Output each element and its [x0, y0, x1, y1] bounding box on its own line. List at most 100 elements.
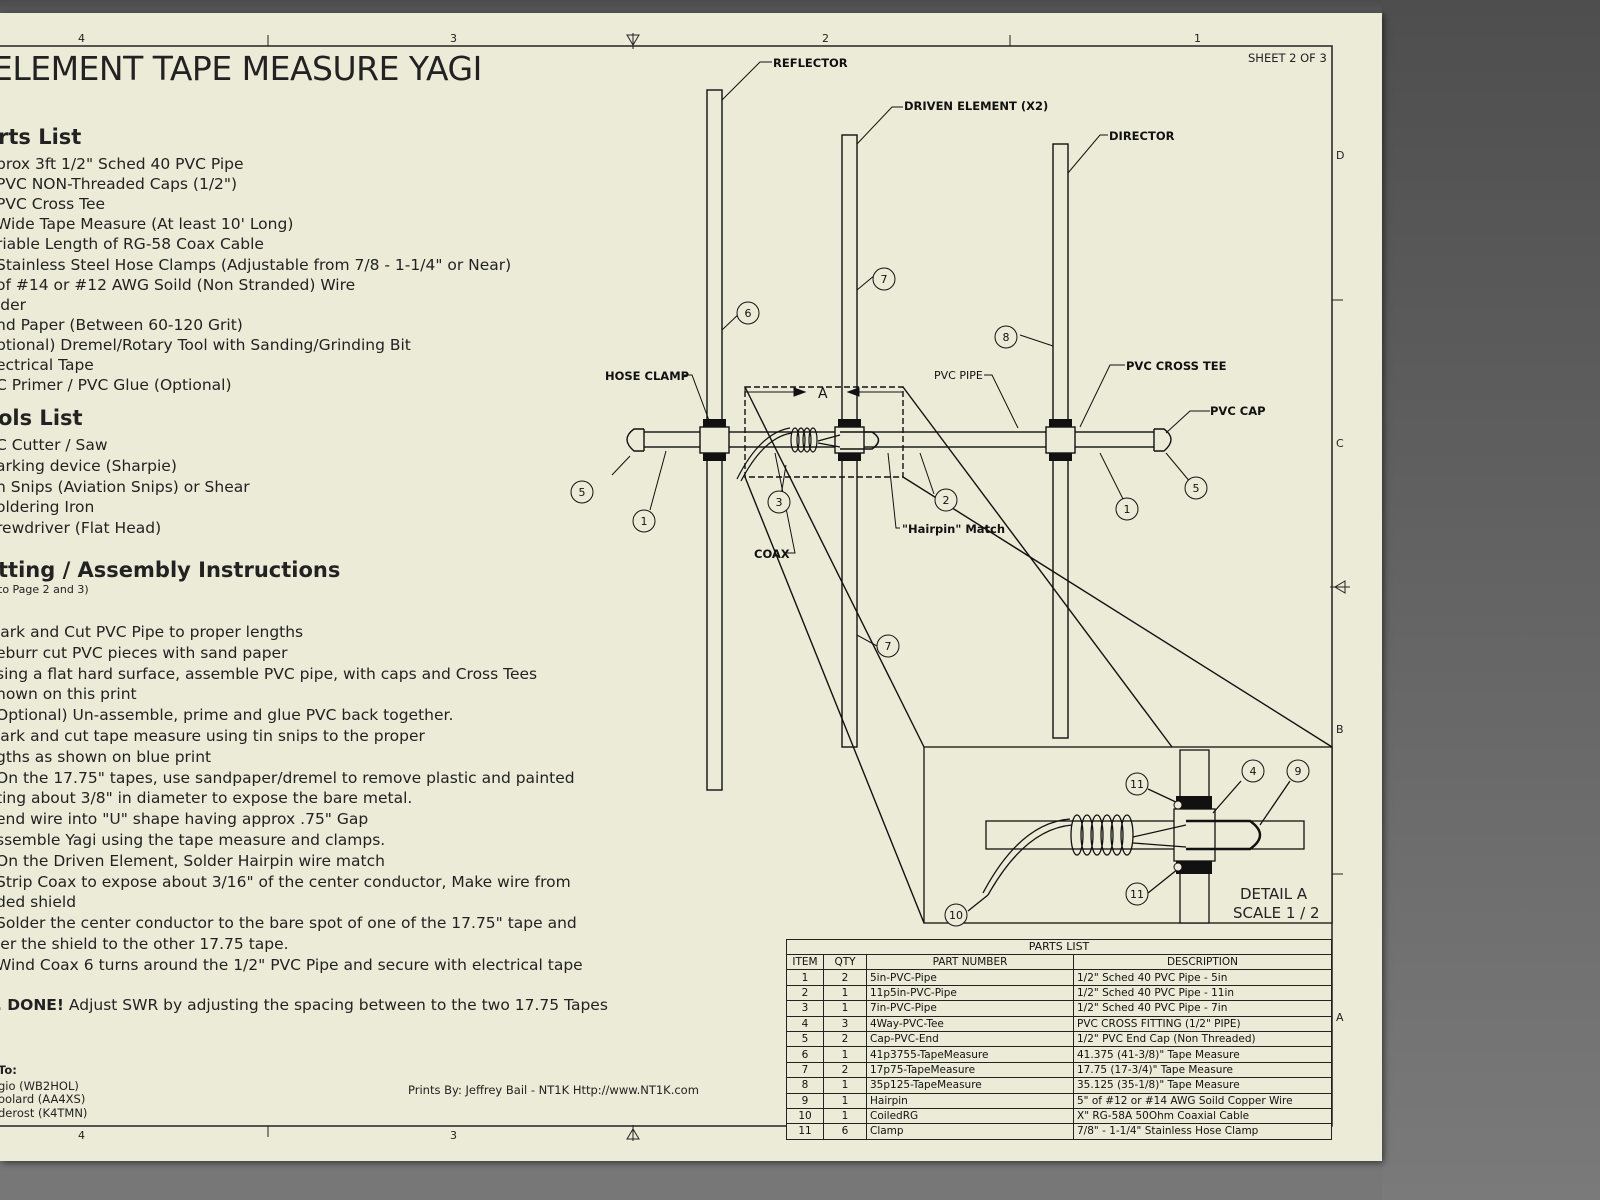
item-cell: 11 — [786, 1123, 824, 1140]
part-number-cell: 11p5in-PVC-Pipe — [866, 984, 1074, 1002]
section-a-label: A — [818, 386, 828, 402]
zone-label: C — [1336, 437, 1344, 450]
instruction-step: end wire into "U" shape having approx .7… — [0, 810, 369, 829]
pvc-cap-label: PVC CAP — [1210, 404, 1266, 418]
sheet-number: SHEET 2 OF 3 — [1248, 51, 1327, 65]
hose-clamp — [1049, 419, 1072, 427]
parts-list-item: Wide Tape Measure (At least 10' Long) — [0, 215, 294, 234]
driven-element-label: DRIVEN ELEMENT (X2) — [904, 99, 1049, 113]
qty-cell: 1 — [823, 1077, 867, 1094]
zone-label: 2 — [822, 32, 829, 45]
balloon-1: 1 — [1124, 503, 1131, 516]
part-number-cell: 4Way-PVC-Tee — [866, 1015, 1074, 1032]
tools-list-item: n Snips (Aviation Snips) or Shear — [0, 477, 250, 496]
qty-cell: 1 — [823, 984, 867, 1002]
instruction-step: lark and Cut PVC Pipe to proper lengths — [0, 623, 304, 641]
instruction-step: Optional) Un-assemble, prime and glue PV… — [0, 706, 454, 725]
balloon-1: 1 — [641, 515, 648, 528]
instruction-step: ting about 3/8" in diameter to expose th… — [0, 789, 413, 808]
sheet-frame — [0, 33, 1350, 1141]
column-header: QTY — [823, 953, 867, 971]
item-cell: 3 — [786, 1000, 824, 1017]
item-cell: 2 — [786, 984, 824, 1002]
instruction-step: sing a flat hard surface, assemble PVC p… — [0, 664, 538, 683]
instruction-step: gths as shown on blue print — [0, 747, 212, 766]
hose-clamp — [838, 419, 861, 427]
instruction-step: Strip Coax to expose about 3/16" of the … — [0, 872, 571, 891]
column-header: PART NUMBER — [866, 953, 1074, 971]
credit-name: gio (WB2HOL) — [0, 1079, 79, 1093]
pvc-cross-tee-label: PVC CROSS TEE — [1126, 359, 1227, 373]
balloon-11: 11 — [1130, 778, 1144, 791]
part-number-cell: 7in-PVC-Pipe — [866, 1000, 1074, 1017]
tools-list-item: oldering Iron — [0, 498, 95, 517]
item-cell: 8 — [786, 1077, 824, 1094]
column-header: ITEM — [786, 953, 824, 971]
qty-cell: 1 — [823, 1000, 867, 1017]
parts-list-item: Stainless Steel Hose Clamps (Adjustable … — [0, 255, 512, 274]
description-cell: 1/2" Sched 40 PVC Pipe - 11in — [1073, 984, 1332, 1002]
hairpin-match-label: "Hairpin" Match — [902, 522, 1006, 536]
section-a-box — [744, 386, 904, 478]
instruction-step: On the 17.75" tapes, use sandpaper/dreme… — [0, 768, 575, 787]
parts-list-item: ptional) Dremel/Rotary Tool with Sanding… — [0, 335, 411, 354]
instruction-step: Wind Coax 6 turns around the 1/2" PVC Pi… — [0, 955, 583, 974]
part-number-cell: CoiledRG — [866, 1107, 1074, 1125]
qty-cell: 2 — [823, 1061, 867, 1079]
done-step: . DONE! Adjust SWR by adjusting the spac… — [0, 996, 608, 1014]
tools-list-item: arking device (Sharpie) — [0, 456, 177, 475]
part-number-cell: Hairpin — [866, 1092, 1074, 1109]
instructions-subheading: to Page 2 and 3) — [0, 583, 89, 596]
parts-table-caption: PARTS LIST — [786, 939, 1332, 954]
hose-clamp — [1049, 453, 1072, 461]
part-number-cell: 5in-PVC-Pipe — [866, 969, 1074, 986]
balloon-11: 11 — [1130, 888, 1144, 901]
pvc-pipe-label: PVC PIPE — [934, 369, 983, 382]
hose-clamp-label: HOSE CLAMP — [605, 369, 690, 383]
column-header: DESCRIPTION — [1073, 953, 1332, 971]
qty-cell: 6 — [823, 1123, 867, 1140]
pvc-end-cap-right — [1154, 428, 1172, 452]
balloon-5: 5 — [1193, 482, 1200, 495]
balloon-7: 7 — [885, 640, 892, 653]
director-label: DIRECTOR — [1109, 129, 1175, 143]
hose-clamp — [703, 419, 726, 427]
instruction-step: hown on this print — [0, 685, 137, 704]
zone-label: 3 — [450, 32, 457, 45]
pvc-end-cap-left — [626, 428, 644, 452]
parts-list-item: prox 3ft 1/2" Sched 40 PVC Pipe — [0, 155, 244, 173]
description-cell: X" RG-58A 50Ohm Coaxial Cable — [1073, 1107, 1332, 1125]
qty-cell: 1 — [823, 1107, 867, 1125]
balloon-6: 6 — [745, 307, 752, 320]
zone-label: A — [1336, 1011, 1344, 1024]
credits-heading: To: — [0, 1063, 17, 1077]
hose-clamp — [703, 453, 726, 461]
balloon-9: 9 — [1295, 765, 1302, 778]
parts-list-item: lder — [0, 295, 27, 314]
balloon-2: 2 — [943, 494, 950, 507]
zone-label: B — [1336, 723, 1344, 736]
cross-tee-left — [699, 426, 730, 454]
tools-list-item: rewdriver (Flat Head) — [0, 519, 162, 538]
background-shade — [1382, 0, 1600, 1200]
part-number-cell: 41p3755-TapeMeasure — [866, 1046, 1074, 1063]
parts-list-item: ectrical Tape — [0, 356, 94, 374]
zone-label: D — [1336, 149, 1345, 162]
part-number-cell: Cap-PVC-End — [866, 1030, 1074, 1048]
description-cell: 7/8" - 1-1/4" Stainless Hose Clamp — [1073, 1123, 1332, 1140]
reflector-label: REFLECTOR — [773, 56, 848, 70]
item-cell: 9 — [786, 1092, 824, 1109]
parts-list-item: PVC NON-Threaded Caps (1/2") — [0, 175, 238, 194]
yagi-drawing: A — [570, 61, 1333, 927]
item-cell: 10 — [786, 1107, 824, 1125]
page-title: ELEMENT TAPE MEASURE YAGI — [0, 49, 482, 88]
item-cell: 6 — [786, 1046, 824, 1063]
description-cell: 5" of #12 or #14 AWG Soild Copper Wire — [1073, 1092, 1332, 1109]
